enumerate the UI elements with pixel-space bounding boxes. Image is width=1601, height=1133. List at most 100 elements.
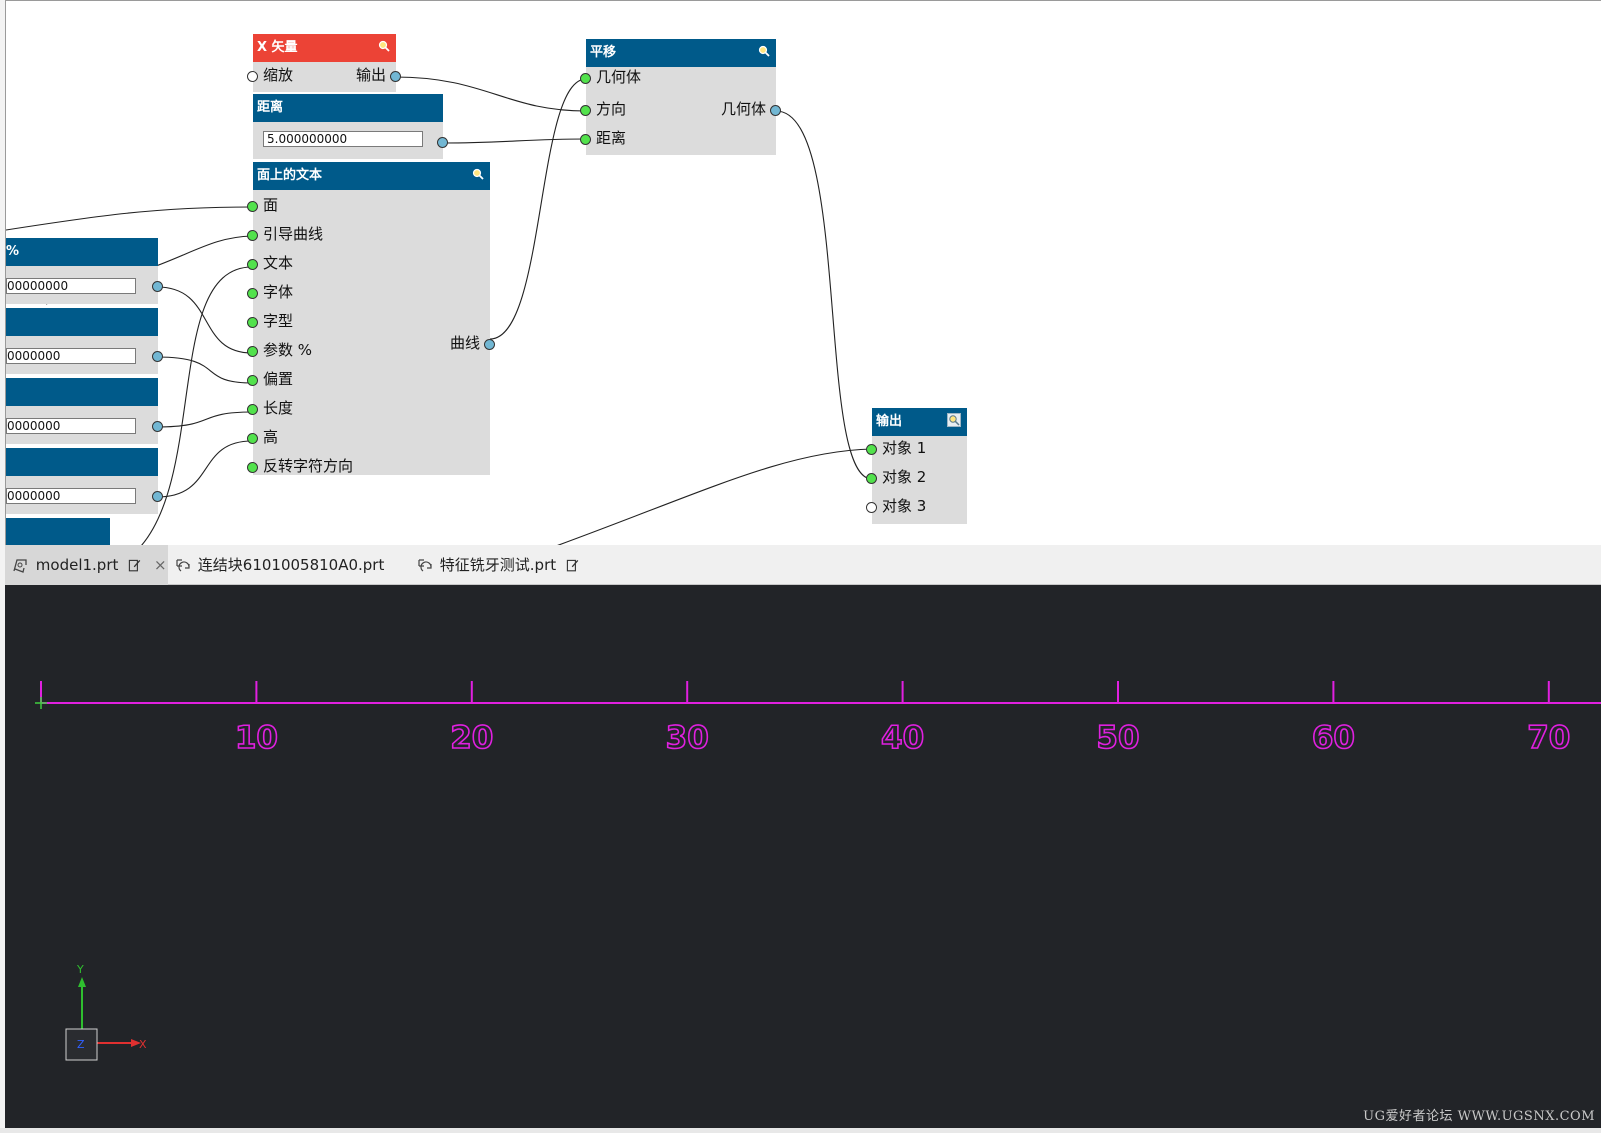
wire-face — [6, 206, 253, 231]
left-node-3[interactable]: 0000000 — [6, 378, 163, 444]
input-port-reverse-direction[interactable] — [247, 462, 258, 473]
input-label-reverse-direction: 反转字符方向 — [263, 457, 354, 475]
distance-out-port[interactable] — [437, 137, 448, 148]
magnifier-icon[interactable] — [472, 168, 484, 180]
left-node-2-header — [6, 308, 158, 336]
magnifier-icon[interactable] — [947, 413, 961, 427]
output-port-curve[interactable] — [484, 339, 495, 350]
input-port-face[interactable] — [247, 201, 258, 212]
input-label-param-percent: 参数 % — [263, 341, 313, 359]
window-bottom-edge — [0, 1128, 1601, 1133]
ruler-label: 30 — [666, 720, 709, 756]
output-label-curve: 曲线 — [449, 334, 480, 352]
x-vector-scale-label: 缩放 — [263, 66, 294, 84]
input-port-text[interactable] — [247, 259, 258, 270]
x-vector-node-header: X 矢量 — [253, 34, 396, 62]
wire-offset — [156, 356, 253, 384]
left-node-4-out-port[interactable] — [152, 491, 163, 502]
tab-thread-milling-test[interactable]: 特征铣牙测试.prt — [415, 545, 595, 585]
left-node-2-out-port[interactable] — [152, 351, 163, 362]
input-port-guide-curve[interactable] — [247, 230, 258, 241]
translate-node-title: 平移 — [590, 45, 617, 60]
output-input-port-object-3[interactable] — [866, 502, 877, 513]
edit-page-icon[interactable] — [127, 558, 143, 574]
input-port-font[interactable] — [247, 288, 258, 299]
left-node-1-value[interactable]: 00000000 — [6, 278, 136, 294]
input-port-height[interactable] — [247, 433, 258, 444]
ruler-label: 40 — [881, 720, 924, 756]
magnifier-icon[interactable] — [758, 45, 770, 57]
edit-page-icon[interactable] — [565, 558, 581, 574]
left-node-2[interactable]: 0000000 — [6, 308, 163, 374]
wire-curve-to-geometry — [489, 78, 587, 340]
wire-height — [156, 440, 253, 498]
output-input-label-object-1: 对象 1 — [882, 439, 927, 457]
x-vector-node[interactable]: X 矢量 缩放 输出 — [247, 34, 401, 92]
left-node-5[interactable] — [6, 518, 110, 545]
part-file-icon — [176, 558, 190, 571]
translate-input-label-direction: 方向 — [596, 100, 627, 118]
left-node-1[interactable]: % 00000000 — [6, 238, 163, 304]
x-vector-scale-port[interactable] — [247, 71, 258, 82]
input-port-length[interactable] — [247, 404, 258, 415]
distance-node-header: 距离 — [253, 94, 443, 122]
translate-output-port-geometry[interactable] — [770, 105, 781, 116]
left-node-1-header-text: % — [6, 244, 20, 259]
tab-model1-label: model1.prt — [35, 556, 119, 574]
translate-node-header: 平移 — [586, 39, 776, 67]
output-node-title: 输出 — [876, 414, 903, 429]
left-node-2-value[interactable]: 0000000 — [6, 348, 136, 364]
triad-y-label: Y — [76, 963, 84, 976]
x-vector-out-port[interactable] — [390, 71, 401, 82]
text-on-face-node-header: 面上的文本 — [253, 162, 490, 190]
output-node[interactable]: 输出 对象 1 对象 2 对象 3 — [866, 408, 967, 524]
input-port-font-style[interactable] — [247, 317, 258, 328]
coordinate-triad: Y X Z — [65, 963, 147, 1061]
text-on-face-node[interactable]: 面上的文本 面 引导曲线 文本 字体 字型 参数 % 偏置 长度 高 反转字符方… — [247, 162, 495, 475]
translate-input-port-direction[interactable] — [580, 105, 591, 116]
part-file-icon — [13, 558, 27, 573]
tab-model1[interactable]: model1.prt × — [5, 545, 168, 585]
wire-param — [156, 286, 253, 354]
output-input-port-object-2[interactable] — [866, 473, 877, 484]
left-node-1-header: % — [6, 238, 158, 266]
node-graph-canvas[interactable]: % 00000000 0000000 0000000 0000000 X 矢量 … — [5, 0, 1601, 545]
translate-output-label-geometry: 几何体 — [720, 100, 766, 118]
ruler-label: 60 — [1312, 720, 1355, 756]
output-node-header: 输出 — [872, 408, 967, 436]
tab-thread-milling-test-label: 特征铣牙测试.prt — [439, 556, 557, 574]
text-on-face-node-title: 面上的文本 — [257, 168, 323, 183]
watermark: UG爱好者论坛 WWW.UGSNX.COM — [1363, 1109, 1595, 1124]
distance-node[interactable]: 距离 5.000000000 — [253, 94, 448, 159]
ruler-label: 50 — [1096, 720, 1139, 756]
triad-x-label: X — [139, 1038, 147, 1051]
left-node-4-value[interactable]: 0000000 — [6, 488, 136, 504]
x-vector-node-title: X 矢量 — [257, 40, 298, 55]
tab-model1-close-button[interactable]: × — [153, 556, 167, 574]
translate-input-port-distance[interactable] — [580, 134, 591, 145]
input-label-height: 高 — [263, 428, 279, 446]
translate-node[interactable]: 平移 几何体 方向 距离 几何体 — [580, 39, 781, 155]
input-port-param-percent[interactable] — [247, 346, 258, 357]
part-file-icon — [418, 558, 432, 571]
output-input-port-object-1[interactable] — [866, 444, 877, 455]
input-port-offset[interactable] — [247, 375, 258, 386]
wire-guide-curve — [155, 235, 253, 267]
x-vector-out-label: 输出 — [355, 66, 386, 84]
tab-connect-block[interactable]: 连结块6101005810A0.prt — [173, 545, 409, 585]
output-input-label-object-3: 对象 3 — [882, 497, 927, 515]
distance-node-title: 距离 — [257, 100, 284, 115]
magnifier-icon[interactable] — [378, 40, 390, 52]
left-node-1-out-port[interactable] — [152, 281, 163, 292]
left-node-4-header — [6, 448, 158, 476]
translate-input-port-geometry[interactable] — [580, 73, 591, 84]
left-node-4[interactable]: 0000000 — [6, 448, 163, 514]
left-node-3-out-port[interactable] — [152, 421, 163, 432]
input-label-offset: 偏置 — [263, 370, 294, 388]
distance-value-input[interactable]: 5.000000000 — [263, 131, 423, 147]
left-node-3-value[interactable]: 0000000 — [6, 418, 136, 434]
input-label-guide-curve: 引导曲线 — [263, 225, 324, 243]
input-label-font-style: 字型 — [263, 312, 294, 330]
left-node-5-header — [6, 518, 110, 545]
